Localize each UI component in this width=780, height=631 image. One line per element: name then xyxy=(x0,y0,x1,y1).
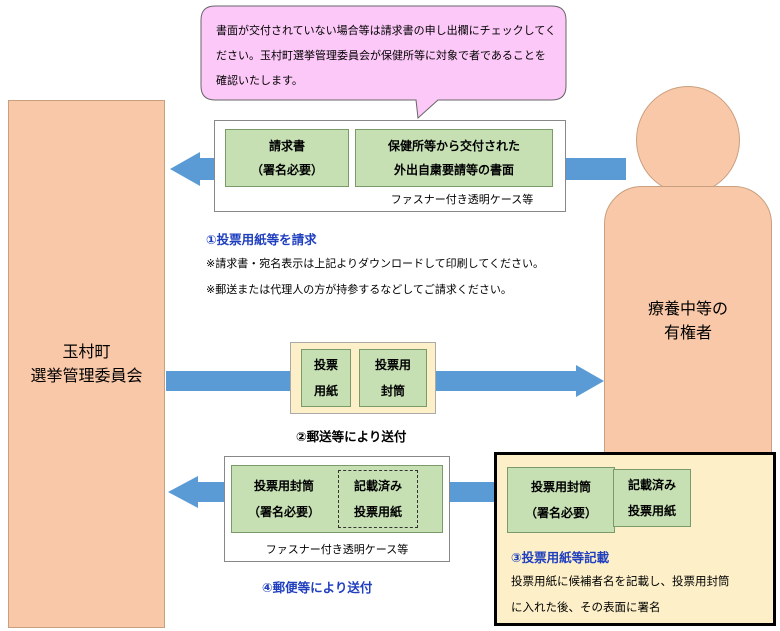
voter-label: 療養中等の 有権者 xyxy=(605,297,771,345)
step1-note1: ※請求書・宛名表示は上記よりダウンロードして印刷してください。 xyxy=(206,257,545,270)
return-envelope-line1: 投票用封筒 xyxy=(253,479,314,493)
return-case: 投票用封筒 （署名必要） 記載済み 投票用紙 ファスナー付き透明ケース等 xyxy=(224,456,450,562)
request-case-label: ファスナー付き透明ケース等 xyxy=(390,193,534,206)
return-envelope: 投票用封筒 （署名必要） xyxy=(232,470,336,528)
ballot-paper-line2: 用紙 xyxy=(313,384,338,398)
voter-line1: 療養中等の xyxy=(647,299,728,318)
person-head xyxy=(636,86,740,194)
fill-ballot-panel: 投票用封筒 （署名必要） 記載済み 投票用紙 ③投票用紙等記載 投票用紙に候補者… xyxy=(494,452,776,626)
return-envelope-line2: （署名必要） xyxy=(247,505,320,519)
return-filled-line2: 投票用紙 xyxy=(353,505,402,519)
ballot-paper-line1: 投票 xyxy=(313,358,338,372)
return-case-label: ファスナー付き透明ケース等 xyxy=(265,543,409,556)
step2-title: ②郵送等により送付 xyxy=(296,429,407,444)
request-form-line1: 請求書 xyxy=(268,139,305,153)
fill-envelope-box: 投票用封筒 （署名必要） xyxy=(507,467,615,533)
ballot-paper-box: 投票 用紙 xyxy=(301,349,351,407)
step3-desc1: 投票用紙に候補者名を記載し、投票用封筒 xyxy=(511,574,730,588)
person-body: 療養中等の 有権者 xyxy=(604,186,772,456)
fill-ballot-line1: 記載済み xyxy=(627,478,676,492)
fill-ballot-box: 記載済み 投票用紙 xyxy=(613,469,691,527)
return-green-box: 投票用封筒 （署名必要） 記載済み 投票用紙 xyxy=(231,465,443,533)
fill-ballot-line2: 投票用紙 xyxy=(627,504,676,518)
ballot-envelope-box: 投票用 封筒 xyxy=(359,349,427,407)
certificate-box: 保健所等から交付された 外出自粛要請等の書面 xyxy=(355,129,553,187)
election-committee-panel: 玉村町 選挙管理委員会 xyxy=(8,100,165,628)
ballot-envelope-line2: 封筒 xyxy=(380,384,405,398)
fill-envelope-line2: （署名必要） xyxy=(524,506,597,520)
certificate-line1: 保健所等から交付された xyxy=(387,139,520,153)
return-filled-ballot: 記載済み 投票用紙 xyxy=(338,470,418,528)
fill-envelope-line1: 投票用封筒 xyxy=(530,480,591,494)
step4-title: ④郵便等により送付 xyxy=(262,580,373,595)
step3-title: ③投票用紙等記載 xyxy=(511,550,610,565)
committee-line1: 玉村町 xyxy=(62,342,111,361)
callout-bubble xyxy=(200,5,567,120)
request-case: 請求書 （署名必要） 保健所等から交付された 外出自粛要請等の書面 ファスナー付… xyxy=(214,120,566,212)
step3-desc2: に入れた後、その表面に署名 xyxy=(511,600,661,614)
callout-text: 書面が交付されていない場合等は請求書の申し出欄にチェックしてください。玉村町選挙… xyxy=(216,24,557,87)
step1-note2: ※郵送または代理人の方が持参するなどしてご請求ください。 xyxy=(206,283,512,296)
request-form-line2: （署名必要） xyxy=(250,163,323,177)
ballot-package: 投票 用紙 投票用 封筒 xyxy=(290,342,436,414)
step1-title: ①投票用紙等を請求 xyxy=(206,232,317,247)
request-form-box: 請求書 （署名必要） xyxy=(225,129,349,187)
return-filled-line1: 記載済み xyxy=(353,479,402,493)
voter-line2: 有権者 xyxy=(663,323,712,342)
certificate-line2: 外出自粛要請等の書面 xyxy=(393,163,514,177)
committee-line2: 選挙管理委員会 xyxy=(30,366,143,385)
ballot-envelope-line1: 投票用 xyxy=(374,358,411,372)
